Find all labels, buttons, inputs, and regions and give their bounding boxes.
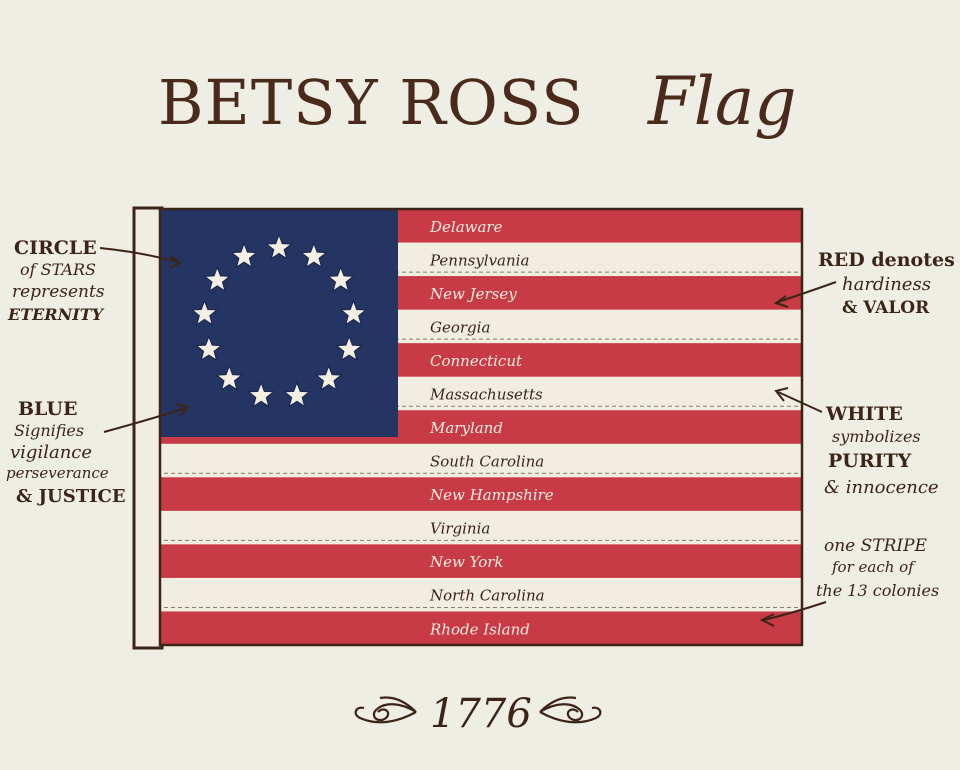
- annotation-circle-line-3: represents: [12, 282, 105, 302]
- star-icon: [339, 299, 368, 326]
- stripe-label-8: South Carolina: [430, 453, 544, 471]
- annotation-blue-line-4: perseverance: [6, 464, 109, 482]
- annotation-circle-line-1: CIRCLE: [14, 237, 97, 259]
- star-icon: [247, 381, 275, 408]
- annotation-circle: CIRCLE of STARS represents ETERNITY: [7, 237, 183, 324]
- stripe-label-3: New Jersey: [429, 285, 517, 303]
- star-icon: [283, 381, 311, 408]
- annotation-circle-line-2: of STARS: [20, 260, 96, 279]
- arrow-circle-head-icon: [168, 255, 183, 269]
- star-icon: [327, 265, 355, 293]
- stripe-label-10: Virginia: [430, 520, 490, 538]
- arrow-blue-head-icon: [175, 403, 190, 417]
- star-icon: [215, 364, 243, 391]
- arrow-stripe-head-icon: [759, 613, 775, 627]
- stripe-label-1: Delaware: [429, 218, 503, 236]
- annotation-stripe: one STRIPE for each of the 13 colonies: [759, 536, 939, 627]
- star-icon: [335, 335, 363, 362]
- year-group: 1776: [354, 691, 602, 737]
- annotation-white-line-3: PURITY: [828, 450, 912, 472]
- annotation-blue-line-3: vigilance: [10, 442, 92, 463]
- annotation-blue-line-1: BLUE: [18, 398, 77, 420]
- arrow-white: [777, 391, 823, 413]
- annotation-white-line-1: WHITE: [825, 403, 903, 425]
- stripe-label-5: Connecticut: [430, 352, 523, 370]
- scroll-flourish-left-icon: [354, 696, 417, 724]
- star-icon: [190, 299, 219, 326]
- annotation-white-line-4: & innocence: [824, 477, 939, 498]
- stripe-label-6: Massachusetts: [429, 385, 543, 403]
- annotation-blue-line-2: Signifies: [14, 421, 84, 440]
- year: 1776: [430, 691, 532, 737]
- hoist-sleeve: [132, 206, 164, 650]
- stripe-9: [160, 477, 802, 512]
- stripe-12: [160, 577, 802, 612]
- annotation-red: RED denotes hardiness & VALOR: [773, 249, 955, 318]
- stripe-label-12: North Carolina: [429, 587, 545, 605]
- annotation-blue: BLUE Signifies vigilance perseverance & …: [6, 398, 190, 507]
- annotation-circle-line-4: ETERNITY: [7, 305, 105, 324]
- star-icon: [265, 233, 293, 260]
- stripe-label-7: Maryland: [429, 419, 503, 437]
- annotation-blue-line-5: & JUSTICE: [16, 486, 126, 507]
- stripe-11: [160, 544, 802, 579]
- scroll-flourish-right-icon: [539, 696, 602, 724]
- title-script: Flag: [647, 63, 797, 140]
- arrow-white-head-icon: [774, 387, 789, 402]
- arrow-red: [777, 281, 837, 303]
- stripe-13: [160, 611, 802, 646]
- annotation-white-line-2: symbolizes: [832, 427, 921, 446]
- star-icon: [195, 335, 223, 362]
- arrow-stripe: [763, 601, 827, 621]
- star-icon: [203, 265, 231, 293]
- arrow-red-head-icon: [773, 295, 789, 308]
- flag-outline: [158, 207, 804, 647]
- title-main: BETSY ROSS: [158, 66, 585, 139]
- stripe-10: [160, 510, 802, 545]
- stripe-8: [160, 443, 802, 478]
- stripe-label-13: Rhode Island: [429, 620, 530, 638]
- stars: [190, 233, 368, 408]
- stripe-label-2: Pennsylvania: [429, 251, 529, 269]
- stripe-label-9: New Hampshire: [429, 486, 554, 504]
- annotation-white: WHITE symbolizes PURITY & innocence: [774, 387, 939, 498]
- annotation-red-line-2: hardiness: [842, 274, 931, 295]
- arrow-circle: [99, 247, 179, 263]
- stripe-label-11: New York: [429, 553, 504, 571]
- annotation-stripe-line-1: one STRIPE: [824, 536, 928, 556]
- annotation-red-line-3: & VALOR: [842, 298, 930, 318]
- arrow-blue: [103, 407, 187, 433]
- annotation-stripe-line-3: the 13 colonies: [816, 581, 939, 600]
- star-icon: [300, 242, 328, 269]
- star-icon: [315, 364, 343, 391]
- annotation-red-line-1: RED denotes: [818, 249, 955, 271]
- star-icon: [230, 242, 258, 269]
- stripe-label-4: Georgia: [430, 318, 490, 336]
- annotation-stripe-line-2: for each of: [831, 558, 916, 576]
